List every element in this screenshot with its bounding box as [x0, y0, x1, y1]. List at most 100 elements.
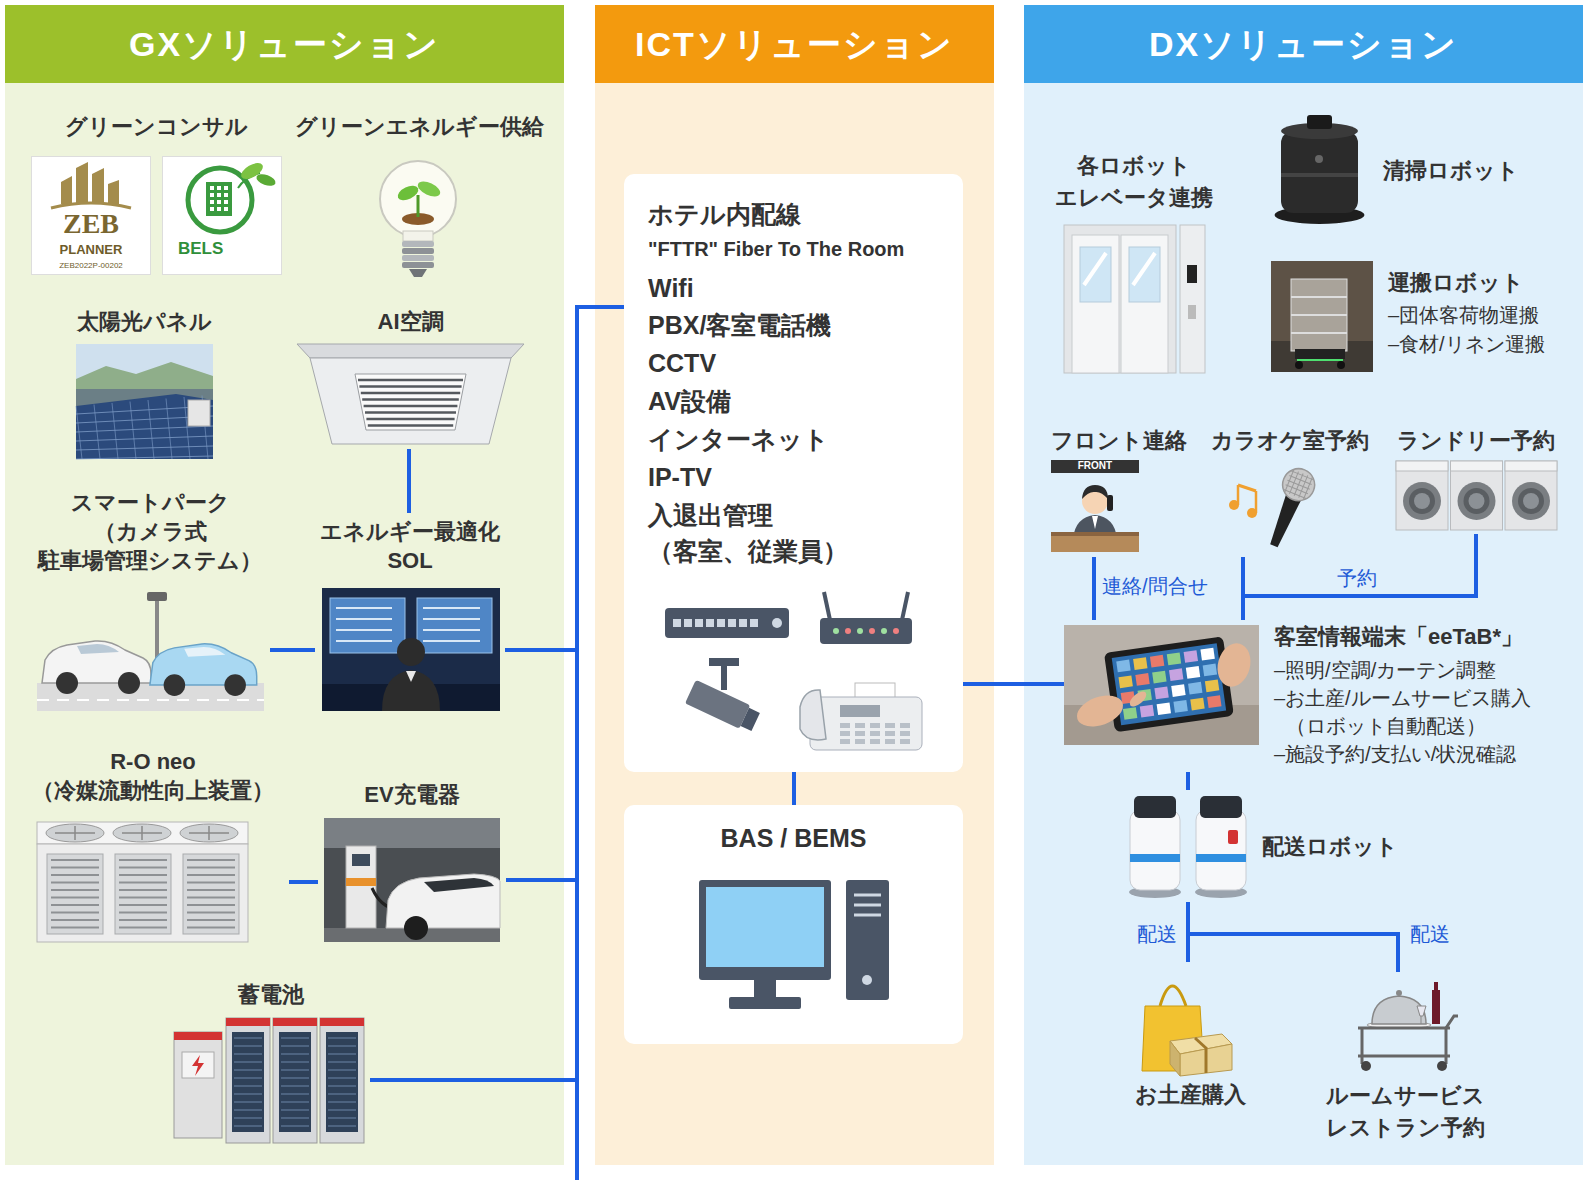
ict-box: BAS / BEMS [624, 805, 963, 1044]
batt-illustration-part [281, 1037, 309, 1039]
node-text: "FTTR" Fiber To The Room [648, 235, 948, 264]
zeb-illustration-part [108, 180, 119, 204]
ac-illustration-part [364, 405, 458, 408]
robots-illustration-part [1134, 796, 1176, 818]
sol-illustration-part [423, 618, 480, 620]
pc-illustration [699, 880, 889, 1013]
phone-illustration-part [840, 731, 850, 736]
karaoke-illustration-part [1278, 464, 1320, 506]
ro-illustration-part [187, 874, 235, 876]
cart-illustration-part [1361, 1028, 1364, 1064]
carry-illustration-part [1337, 361, 1345, 369]
batt-illustration-part [281, 1045, 309, 1047]
batt-illustration-part [328, 1093, 356, 1095]
bulb-illustration-part [402, 241, 434, 247]
carry-illustration-part [1291, 332, 1347, 334]
item-figure: AI空調 [294, 303, 527, 449]
solar-illustration-part [130, 402, 136, 460]
phone-illustration-part [885, 739, 895, 744]
carry-illustration-part [1297, 359, 1343, 361]
switch-illustration-part [739, 619, 747, 627]
cart-illustration [1354, 976, 1459, 1072]
item-figure: ルームサービス レストラン予約 [1315, 972, 1495, 1144]
phone-illustration-part [870, 723, 880, 728]
tablet-illustration-part [1064, 625, 1259, 745]
clean-illustration-part [1281, 173, 1358, 177]
text-slot: 清掃ロボット [1383, 156, 1523, 185]
laundry-illustration-part [1505, 461, 1557, 530]
item-figure: 各ロボット エレベータ連携 [1044, 148, 1224, 378]
logo-text: PLANNER [31, 243, 151, 258]
logo-text: BELS [178, 239, 268, 259]
bulb-illustration-part [395, 183, 420, 203]
sol-illustration [322, 588, 500, 711]
node-text: R-O neo （冷媒流動性向上装置） [17, 747, 289, 805]
ev-illustration-part [324, 818, 500, 848]
laundry-illustration-part [1396, 461, 1448, 530]
elev-illustration-part [1180, 225, 1205, 373]
solar-illustration-part [76, 389, 213, 459]
connector-line [505, 307, 624, 650]
text-slot: AI空調 [294, 307, 527, 336]
tablet-illustration-part [1118, 675, 1132, 688]
laundry-illustration-part [1505, 461, 1557, 471]
karaoke-illustration-part [1238, 485, 1256, 491]
node-text: BAS / BEMS [624, 822, 963, 855]
bels-illustration-part [210, 193, 214, 197]
batt-illustration-part [328, 1053, 356, 1055]
text-slot: ランドリー予約 [1390, 426, 1562, 455]
text-slot: –施設予約/支払い/状況確認 [1274, 740, 1574, 768]
front-illustration-part [1092, 516, 1098, 529]
carry-illustration-part [1291, 279, 1347, 351]
text-slot: IP-TV [648, 459, 948, 495]
batt-illustration-part [234, 1037, 262, 1039]
elev-illustration [1064, 225, 1205, 373]
batt-illustration-part [320, 1018, 364, 1026]
text-slot: BELS [178, 239, 268, 259]
pc-illustration-part [854, 894, 881, 897]
ro-illustration-part [51, 859, 99, 861]
item-figure: お土産購入 [1120, 962, 1260, 1112]
node-text: 各ロボット エレベータ連携 [1044, 150, 1224, 214]
item-figure: カラオケ室予約 [1204, 424, 1376, 557]
robots-illustration [1124, 792, 1253, 900]
ac-illustration-part [297, 344, 524, 358]
router-illustration-part [881, 628, 887, 634]
text-slot: FRONT [1051, 460, 1139, 472]
connector-line [270, 648, 315, 652]
phone-illustration-part [900, 739, 910, 744]
batt-illustration-part [234, 1117, 262, 1119]
solar-illustration-part [112, 403, 118, 459]
pc-illustration-part [706, 887, 824, 967]
cam-illustration-part [685, 680, 761, 734]
batt-illustration-part [328, 1125, 356, 1127]
cam-illustration-part [685, 680, 750, 729]
phone-illustration-part [840, 723, 850, 728]
switch-illustration-part [750, 619, 758, 627]
phone-illustration-part [885, 723, 895, 728]
laundry-illustration-part [1409, 488, 1435, 514]
zeb-illustration-part [32, 157, 151, 275]
elev-illustration-part [1129, 247, 1160, 302]
item-figure: ランドリー予約 [1390, 424, 1562, 534]
text-slot: エネルギー最適化 SOL [315, 517, 505, 575]
phone-illustration-part [855, 723, 865, 728]
ro-illustration-part [119, 882, 167, 884]
batt-illustration-part [281, 1061, 309, 1063]
ro-illustration-part [141, 826, 143, 840]
ro-illustration-part [51, 927, 99, 929]
batt-illustration [174, 1018, 367, 1143]
node-text: –団体客荷物運搬 [1388, 302, 1563, 328]
ev-illustration-part [386, 874, 500, 928]
batt-illustration-part [328, 1101, 356, 1103]
zeb-illustration-part [92, 168, 104, 204]
carry-illustration-part [1295, 349, 1345, 359]
batt-illustration-part [273, 1018, 317, 1143]
robots-illustration-part [1196, 854, 1246, 862]
node-text: 太陽光パネル [60, 307, 228, 336]
node-text: Wifi [648, 270, 948, 306]
node-text: 配送ロボット [1262, 832, 1398, 861]
text-slot: GXソリューション [5, 5, 564, 83]
switch-illustration-part [665, 608, 789, 638]
